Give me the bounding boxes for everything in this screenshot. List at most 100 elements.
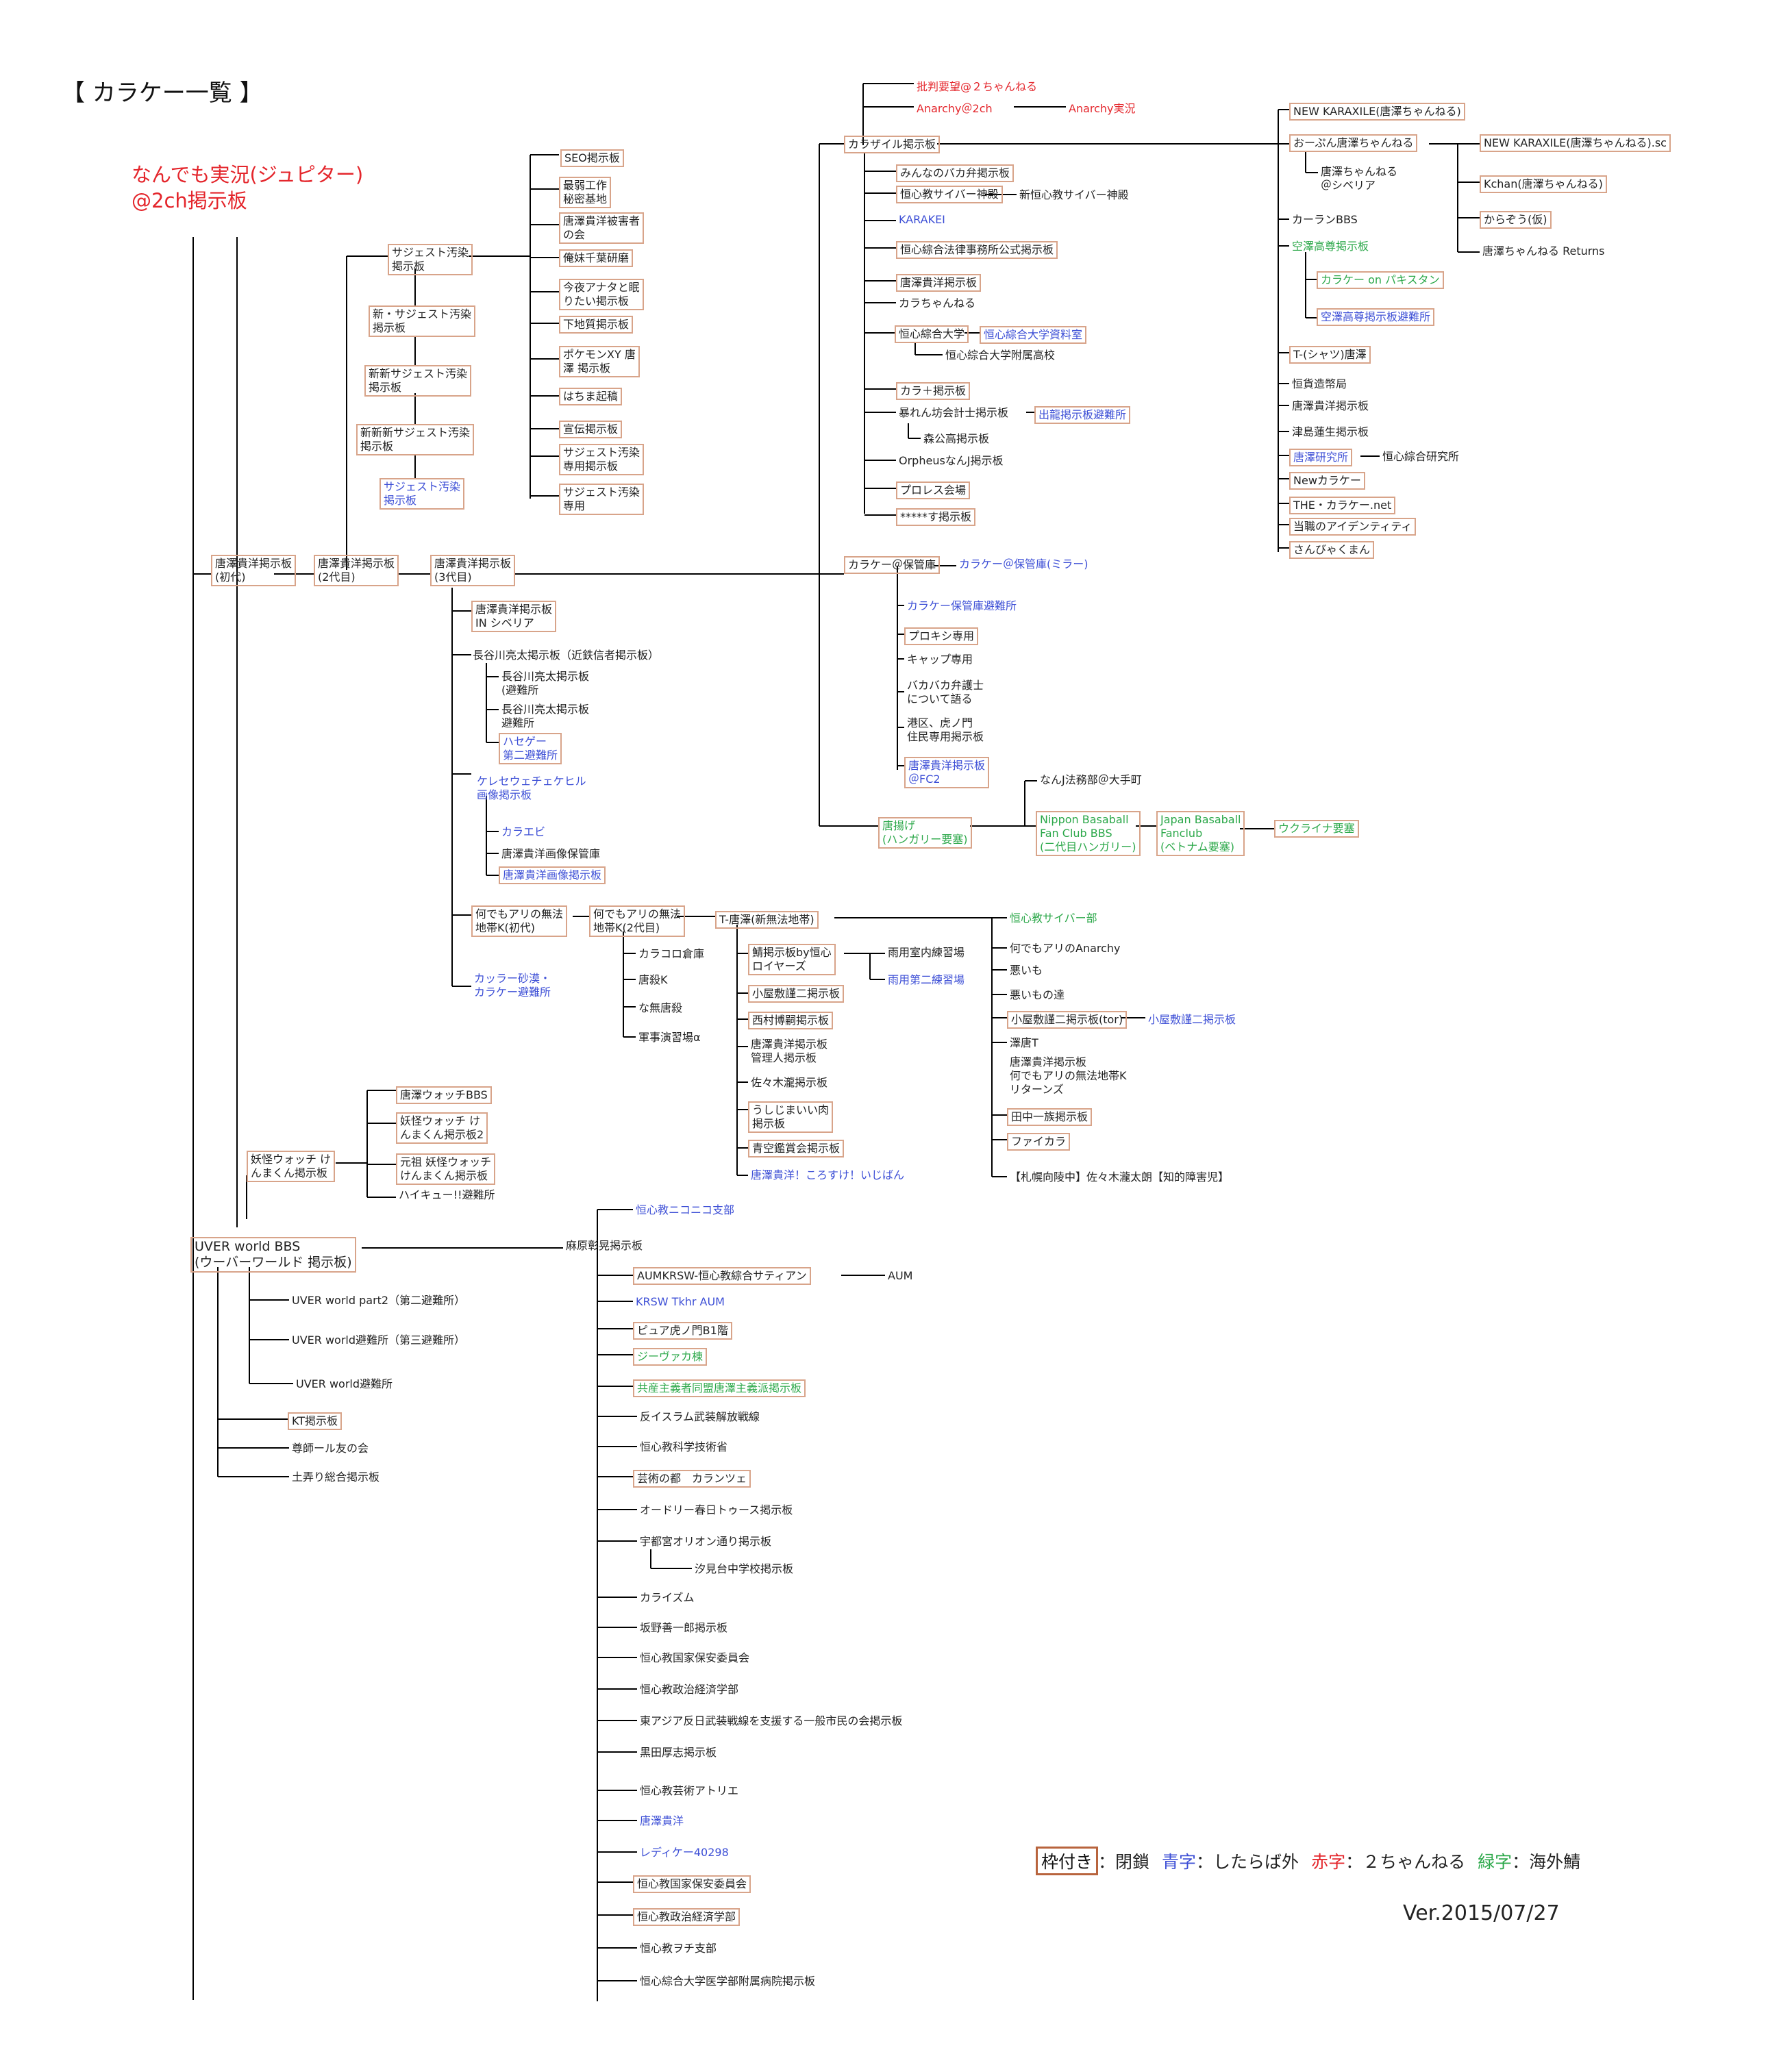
board-tanaka: 田中一族掲示板 — [1007, 1108, 1093, 1126]
board-mirror: カラケー＠保管庫(ミラー) — [959, 558, 1088, 571]
board-uver3: UVER world避難所（第三避難所） — [292, 1334, 466, 1347]
board-niconico: 恒心教ニコニコ支部 — [636, 1203, 735, 1216]
board-sapporo: 【札幌向陵中】佐々木瀧太朗【知的障害児】 — [1010, 1171, 1230, 1184]
board-poke: ポケモンXY 唐 澤 掲示板 — [559, 346, 640, 377]
board-karapl: カラ＋掲示板 — [896, 382, 971, 400]
board-lady: レディケー40298 — [640, 1846, 729, 1859]
board-amedai: 雨用第二練習場 — [888, 973, 965, 986]
board-sug2: 新・サジェスト汚染 掲示板 — [369, 305, 476, 337]
board-root: なんでも実況(ジュピター) @2ch掲示板 — [132, 163, 364, 212]
board-krsw: KRSW Tkhr AUM — [636, 1295, 725, 1308]
board-kyosan: 共産主義者同盟唐澤主義派掲示板 — [633, 1379, 806, 1397]
board-karabo: 唐澤貴洋掲示板 — [896, 274, 982, 292]
board-kuroda: 黒田厚志掲示板 — [640, 1746, 717, 1759]
board-bakabaka: バカバカ弁護士 について語る — [907, 679, 984, 705]
board-abare: 暴れん坊会計士掲示板 — [899, 406, 1009, 419]
board-waruimono: 悪いもの達 — [1010, 988, 1065, 1001]
legend-blue-sample: 青字 — [1162, 1852, 1197, 1872]
board-kanri: 唐澤貴洋掲示板 管理人掲示板 — [751, 1038, 828, 1064]
board-shiryou: 恒心綜合大学資料室 — [980, 326, 1087, 344]
board-ukraine: ウクライナ要塞 — [1274, 820, 1359, 838]
board-gunji: 軍事演習場α — [638, 1031, 701, 1044]
board-kokka2: 恒心教国家保安委員会 — [633, 1875, 751, 1893]
board-seiji2: 恒心教政治経済学部 — [633, 1908, 741, 1926]
board-chiba: 俺妹千葉研磨 — [559, 249, 634, 267]
board-karan: カーランBBS — [1292, 213, 1358, 226]
board-hase-hi2: 長谷川亮太掲示板 避難所 — [501, 703, 590, 729]
legend-green-sample: 緑字 — [1478, 1852, 1513, 1872]
board-nazi: 恒心教ヲチ支部 — [640, 1942, 717, 1955]
board-proxy: プロキシ専用 — [904, 627, 979, 645]
board-sugsen: サジェスト汚染 専用掲示板 — [559, 444, 645, 475]
board-fuzoku: 恒心綜合大学附属高校 — [945, 349, 1056, 362]
board-karaism: カライズム — [640, 1591, 695, 1604]
board-aum: AUMKRSW-恒心教綜合サティアン — [633, 1267, 811, 1285]
board-kenkyu: 唐澤研究所 — [1289, 449, 1353, 466]
legend-boxed-desc: ：閉鎖 — [1098, 1852, 1150, 1872]
board-minato: 港区、虎ノ門 住民専用掲示板 — [907, 716, 984, 743]
board-warui: 悪いも — [1010, 964, 1043, 977]
board-sonshi: 尊師ール友の会 — [292, 1442, 369, 1455]
board-kara-b: 唐澤貴洋 — [640, 1814, 684, 1827]
board-nk1: NEW KARAXILE(唐澤ちゃんねる) — [1289, 103, 1465, 121]
board-hase: 長谷川亮太掲示板（近鉄信者掲示板） — [473, 649, 660, 662]
board-karaage: 唐揚げ (ハンガリー要塞) — [878, 817, 972, 849]
board-karakei: KARAKEI — [899, 213, 945, 226]
board-sug3: 新新サジェスト汚染 掲示板 — [364, 365, 472, 397]
board-korosu: 唐澤貴洋！ころすけ！いじばん — [751, 1168, 905, 1181]
board-asahara: 麻原彰晃掲示板 — [566, 1239, 643, 1252]
board-atelier: 恒心教芸術アトリエ — [640, 1784, 739, 1797]
board-karabo2: 唐澤貴洋掲示板 — [1292, 399, 1369, 412]
board-iden: 当職のアイデンティティ — [1289, 518, 1417, 536]
board-kr2: 唐澤貴洋掲示板 (2代目) — [314, 555, 399, 586]
board-touk: 唐殺K — [638, 973, 668, 986]
board-cyber: 恒心教サイバー神殿 — [896, 186, 1003, 203]
board-hasege: ハセゲー 第二避難所 — [499, 733, 562, 764]
legend-boxed-sample: 枠付き — [1036, 1847, 1099, 1875]
board-nippon: Nippon Basaball Fan Club BBS (二代目ハンガリー) — [1036, 811, 1141, 856]
board-kchan: Kchan(唐澤ちゃんねる) — [1480, 175, 1607, 193]
board-yowai: 最弱工作 秘密基地 — [559, 177, 612, 208]
board-sanbyaku: さんびゃくまん — [1289, 541, 1375, 559]
board-shiomi: 汐見台中学校掲示板 — [695, 1562, 794, 1575]
board-pure: ピュア虎ノ門B1階 — [633, 1322, 732, 1340]
board-ameshitsu: 雨用室内練習場 — [888, 946, 965, 959]
board-koya2: 小屋敷謹二掲示板 — [1148, 1013, 1236, 1026]
board-karazile: カラザイル掲示板 — [844, 136, 941, 153]
board-kr3: 唐澤貴洋掲示板 (3代目) — [430, 555, 516, 586]
board-sug1: サジェスト汚染 掲示板 — [388, 244, 473, 275]
board-mori: 森公高掲示板 — [923, 432, 990, 445]
board-cyberbu: 恒心教サイバー部 — [1010, 912, 1097, 925]
board-siberia-in: 唐澤貴洋掲示板 IN シベリア — [471, 601, 557, 632]
board-seo: SEO掲示板 — [560, 149, 624, 167]
board-kagaku: 恒心教科学技術省 — [640, 1440, 728, 1453]
board-east: 東アジア反日武装戦線を支援する一般市民の会掲示板 — [640, 1714, 903, 1727]
board-karaebi: カラエビ — [501, 825, 546, 838]
board-daigaku: 恒心綜合大学 — [895, 325, 969, 343]
board-namu: な無唐殺 — [638, 1001, 683, 1014]
board-gazou1: 唐澤貴洋画像保管庫 — [501, 847, 601, 860]
board-watch: 唐澤ウォッチBBS — [396, 1086, 492, 1104]
board-nanj: なんJ法務部＠大手町 — [1040, 773, 1142, 786]
board-sug4: 新新新サジェスト汚染 掲示板 — [356, 424, 475, 455]
board-karachan: カラちゃんねる — [899, 297, 976, 310]
board-muhou2: 何でもアリの無法 地帯K(2代目) — [589, 905, 686, 937]
board-jivaka: ジーヴァカ棟 — [633, 1348, 708, 1366]
board-sasaki: 佐々木瀧掲示板 — [751, 1076, 828, 1089]
board-anyan: 何でもアリのAnarchy — [1010, 942, 1121, 955]
board-tsuchi: 土弄り総合掲示板 — [292, 1471, 380, 1484]
board-hase-hi: 長谷川亮太掲示板 (避難所 — [501, 670, 590, 697]
board-kuukohi: 空澤高尊掲示板避難所 — [1317, 308, 1435, 326]
legend-red-desc: ：２ちゃんねる — [1345, 1852, 1466, 1872]
board-fight: ファイカラ — [1007, 1133, 1071, 1151]
board-sug5: サジェスト汚染 掲示板 — [379, 478, 465, 510]
board-seiji1: 恒心教政治経済学部 — [640, 1683, 739, 1696]
board-karareturns: 唐澤貴洋掲示板 何でもアリの無法地帯K リターンズ — [1010, 1055, 1127, 1096]
board-audrey: オードリー春日トゥース掲示板 — [640, 1503, 793, 1516]
board-kr1: 唐澤貴洋掲示板 (初代) — [211, 555, 297, 586]
board-newcyber: 新恒心教サイバー神殿 — [1019, 188, 1129, 201]
legend: 枠付き ：閉鎖 青字 ：したらば外 赤字 ：２ちゃんねる 緑字 ：海外鯖 — [1036, 1847, 1580, 1875]
board-shutsuryu: 出龍掲示板避難所 — [1034, 406, 1131, 424]
